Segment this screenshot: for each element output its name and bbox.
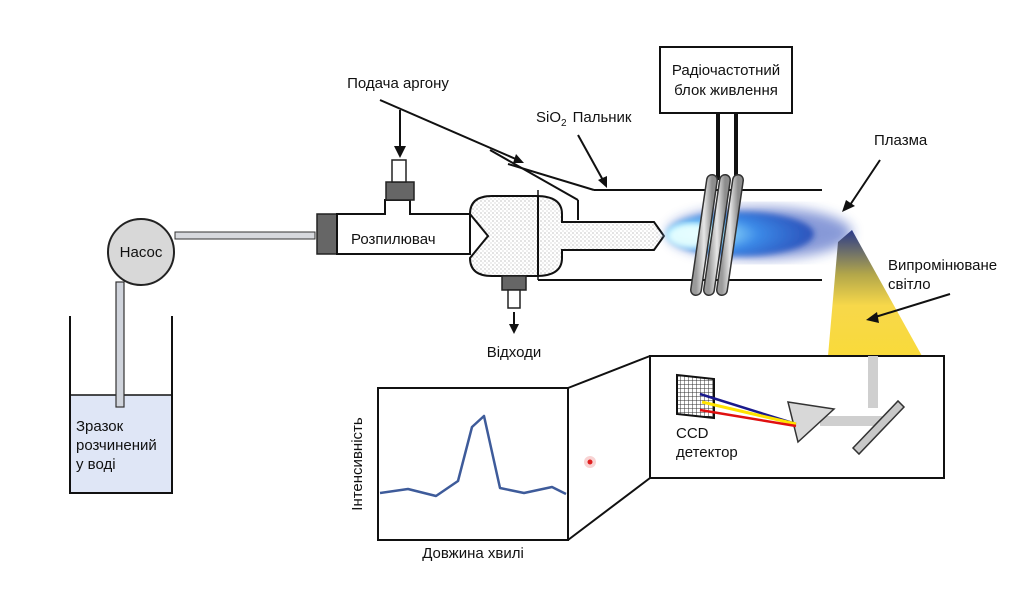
argon-feed: Подача аргону <box>347 75 449 158</box>
torch-chem-main: SiO <box>536 109 561 126</box>
arrow-down-icon <box>509 324 519 334</box>
sample-beaker: Зразок розчинений у воді <box>69 281 173 494</box>
beam-yellow <box>701 400 797 426</box>
graph-xlabel: Довжина хвилі <box>422 545 524 562</box>
argon-label: Подача аргону <box>347 75 449 92</box>
argon-inlet-tube <box>391 159 407 183</box>
sample-liquid <box>70 395 172 493</box>
torch-pointer-line <box>577 134 605 183</box>
mirror <box>851 399 906 456</box>
torch-label: SiO2 Пальник <box>536 109 632 129</box>
beam-red <box>699 408 797 428</box>
ccd-grid <box>676 373 715 420</box>
rf-label-line1: Радіочастотний <box>672 62 780 79</box>
graph-frame <box>377 387 569 541</box>
plasma-label: Плазма <box>874 132 928 149</box>
ccd-label-line1: CCD <box>676 425 709 442</box>
arrow-icon <box>598 176 607 188</box>
spectrum-line <box>379 414 567 498</box>
pump-label: Насос <box>120 244 163 261</box>
plasma-pointer-line <box>847 159 881 209</box>
torch-word: Пальник <box>573 109 632 126</box>
emitted-label-line1: Випромінюване <box>888 257 997 274</box>
arrow-down-icon <box>394 146 406 158</box>
plasma-flame <box>666 207 852 259</box>
spectrometer: CCD детектор <box>649 355 945 479</box>
nebulizer: Розпилювач <box>316 159 471 255</box>
nebulizer-cap <box>316 213 338 255</box>
spray-chamber: Відходи <box>468 195 666 361</box>
pump: Насос <box>107 218 316 286</box>
rf-supply: Радіочастотний блок живлення <box>659 46 793 296</box>
torch-chem-sub: 2 <box>561 118 567 129</box>
nebulizer-label: Розпилювач <box>351 231 436 248</box>
rf-coil <box>690 174 744 296</box>
drain-cap <box>501 275 527 291</box>
sample-label-line2: розчинений <box>76 437 157 454</box>
emitted-pointer-line <box>871 293 951 319</box>
connector-lines <box>567 355 651 541</box>
pump-outlet-tube <box>174 231 316 240</box>
intake-tube <box>115 281 125 408</box>
arrow-icon <box>866 312 879 323</box>
laser-dot <box>587 459 593 465</box>
ccd-label-line2: детектор <box>676 444 738 461</box>
spectrum-graph: Інтенсивність Довжина хвилі <box>349 387 569 562</box>
argon-pointer-line <box>379 99 519 161</box>
arrow-icon <box>513 154 524 163</box>
waste-label: Відходи <box>487 344 542 361</box>
sample-label-line1: Зразок <box>76 418 124 435</box>
argon-inlet-cap <box>385 181 415 201</box>
rf-supply-box <box>659 46 793 114</box>
emitted-label-line2: світло <box>888 276 931 293</box>
arrow-icon <box>842 200 855 212</box>
rf-label-line2: блок живлення <box>674 82 778 99</box>
pump-icon <box>107 218 175 286</box>
sample-label-line3: у воді <box>76 456 116 473</box>
graph-ylabel: Інтенсивність <box>349 417 366 511</box>
drain-tube <box>507 289 521 309</box>
emitted-light-beam <box>828 230 922 356</box>
